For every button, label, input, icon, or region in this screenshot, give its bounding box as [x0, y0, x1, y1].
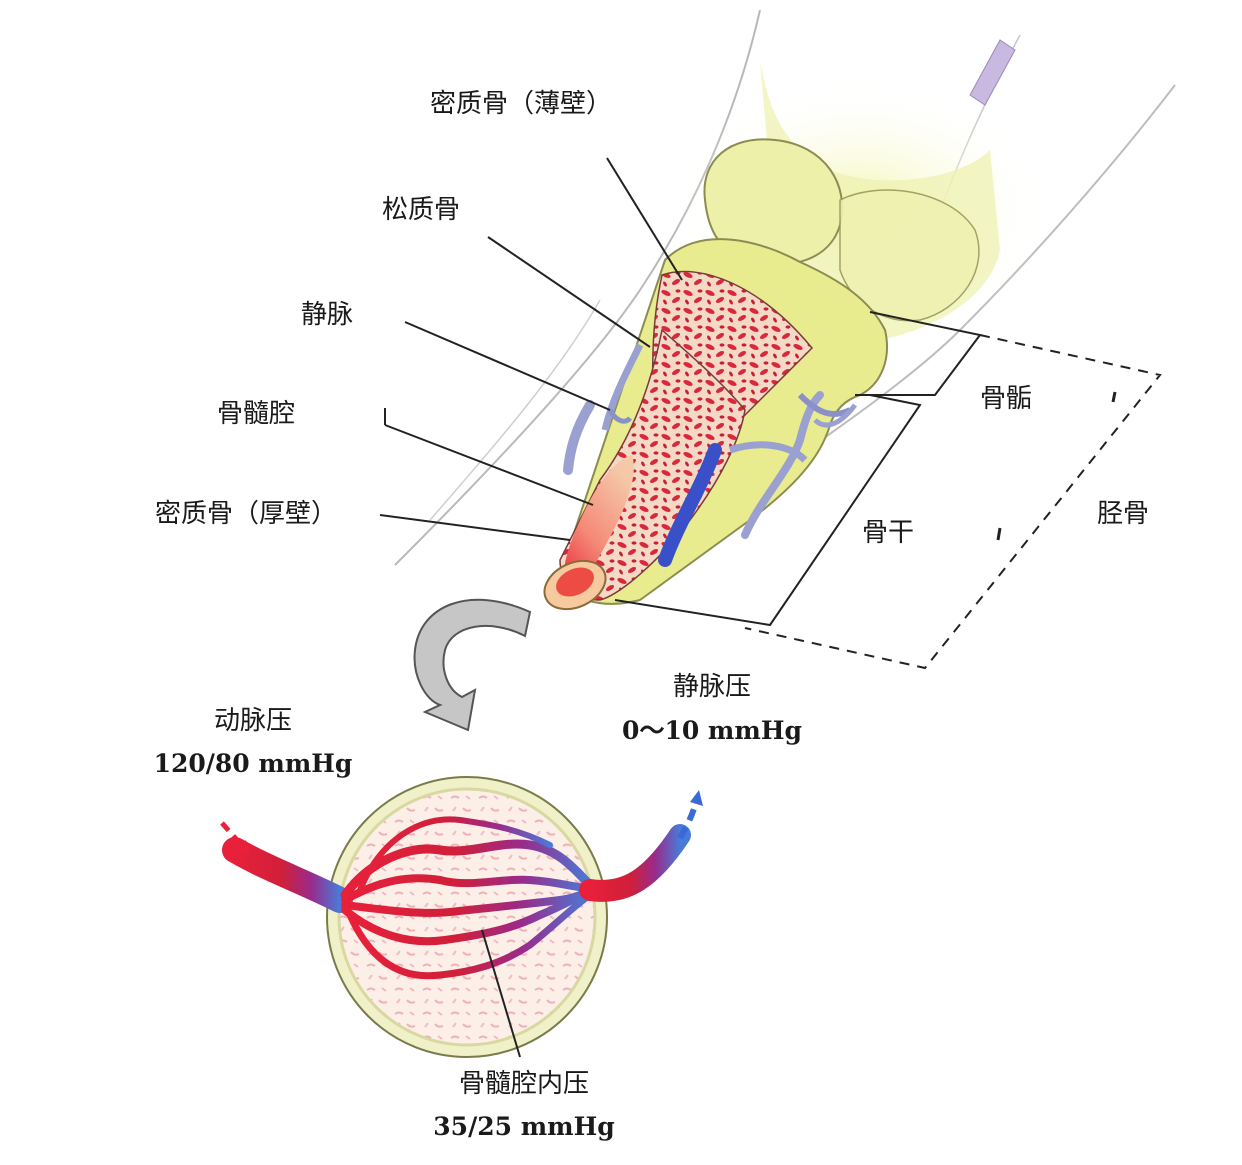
label-shaft: 骨干 — [862, 518, 915, 548]
label-compact-bone-thin: 密质骨（薄壁） — [430, 89, 613, 119]
label-epiphysis: 骨骺 — [980, 384, 1033, 414]
arterial-pressure-label: 动脉压 — [213, 706, 293, 736]
label-vein: 静脉 — [301, 300, 354, 330]
label-marrow-cavity: 骨髓腔 — [217, 399, 296, 429]
marrow-pressure-value: 35/25 mmHg — [433, 1112, 615, 1141]
marrow-pressure-label: 骨髓腔内压 — [458, 1069, 590, 1099]
label-compact-bone-thick: 密质骨（厚壁） — [155, 499, 338, 529]
label-tibia: 胫骨 — [1097, 499, 1150, 529]
venous-pressure-label: 静脉压 — [672, 672, 752, 702]
label-spongy-bone: 松质骨 — [382, 195, 461, 225]
venous-pressure-value: 0～10 mmHg — [622, 716, 802, 745]
arterial-pressure-value: 120/80 mmHg — [153, 749, 353, 778]
